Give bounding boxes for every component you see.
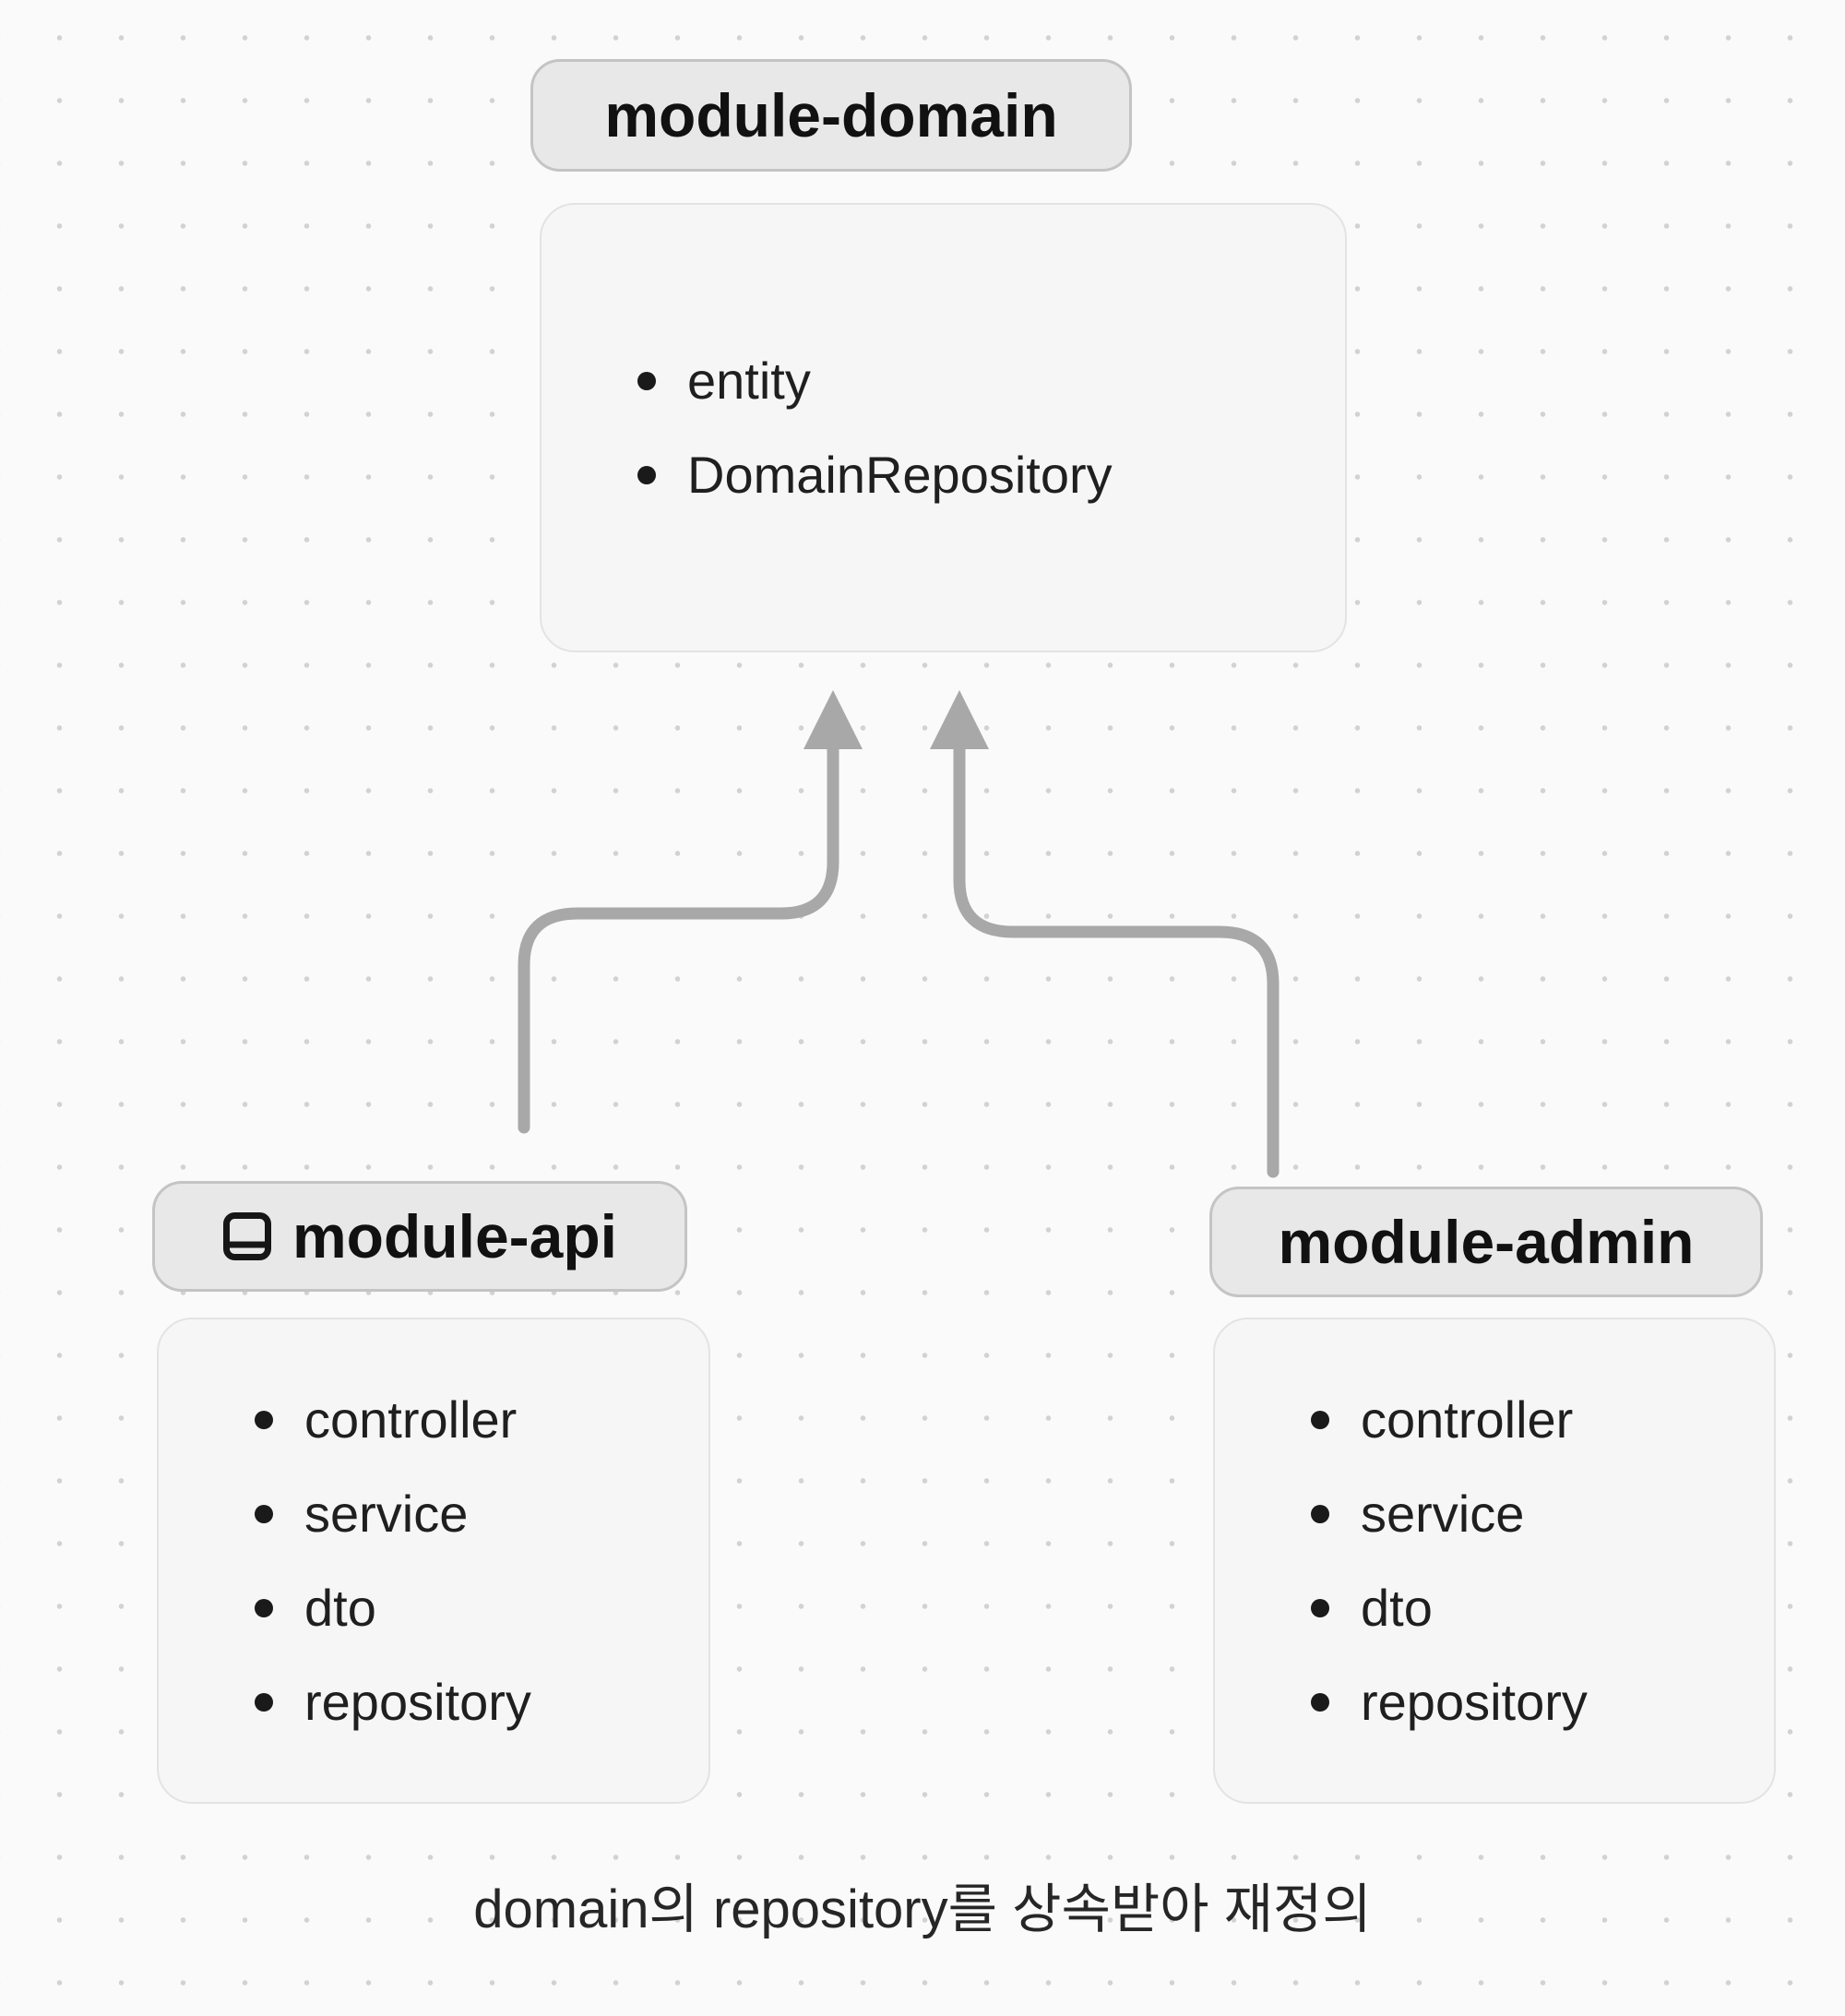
list-item-label: dto	[304, 1578, 376, 1637]
list-item-label: DomainRepository	[687, 445, 1113, 504]
list-item: entity	[637, 351, 1327, 410]
module-api-pill: module-api	[152, 1181, 687, 1292]
bullet-dot	[255, 1410, 273, 1429]
list-item-label: controller	[1361, 1390, 1574, 1449]
bullet-dot	[1311, 1692, 1329, 1712]
list-item: controller	[255, 1390, 690, 1449]
list-item: repository	[1311, 1676, 1756, 1728]
bullet-dot	[637, 465, 656, 484]
bullet-dot	[1311, 1410, 1329, 1429]
module-domain-list: entity DomainRepository	[542, 351, 1345, 504]
module-api-list: controller service dto repository	[159, 1390, 708, 1728]
module-admin-box: controller service dto repository	[1213, 1318, 1776, 1804]
panel-bottom-icon	[222, 1212, 271, 1260]
bullet-dot	[1311, 1504, 1329, 1523]
list-item-label: entity	[687, 351, 811, 410]
list-item: dto	[1311, 1578, 1756, 1637]
list-item-label: dto	[1361, 1578, 1433, 1637]
bullet-dot	[1311, 1598, 1329, 1617]
arrow-left-head-icon	[803, 690, 863, 749]
list-item: repository	[255, 1676, 690, 1728]
module-admin-label: module-admin	[1278, 1208, 1695, 1276]
list-item-label: service	[1361, 1484, 1525, 1543]
arrow-left-line	[518, 737, 839, 1134]
bullet-dot	[637, 371, 656, 390]
list-item-label: controller	[304, 1390, 518, 1449]
list-item-label: repository	[1361, 1672, 1588, 1731]
module-domain-pill: module-domain	[530, 59, 1132, 172]
bullet-dot	[255, 1504, 273, 1523]
module-admin-list: controller service dto repository	[1215, 1390, 1774, 1728]
arrow-right-head-icon	[930, 690, 989, 749]
bullet-dot	[255, 1598, 273, 1617]
list-item: service	[255, 1484, 690, 1543]
module-api-box: controller service dto repository	[157, 1318, 710, 1804]
bullet-dot	[255, 1692, 273, 1712]
list-item-label: repository	[304, 1672, 531, 1731]
module-admin-pill: module-admin	[1209, 1187, 1763, 1297]
module-api-label: module-api	[292, 1202, 617, 1270]
list-item: DomainRepository	[637, 445, 1327, 504]
module-domain-box: entity DomainRepository	[540, 203, 1347, 652]
module-domain-label: module-domain	[604, 81, 1058, 149]
list-item: service	[1311, 1484, 1756, 1543]
list-item: controller	[1311, 1390, 1756, 1449]
list-item: dto	[255, 1578, 690, 1637]
list-item-label: service	[304, 1484, 469, 1543]
diagram-caption: domain의 repository를 상속받아 재정의	[473, 1879, 1372, 1939]
arrow-right-line	[953, 737, 1280, 1178]
